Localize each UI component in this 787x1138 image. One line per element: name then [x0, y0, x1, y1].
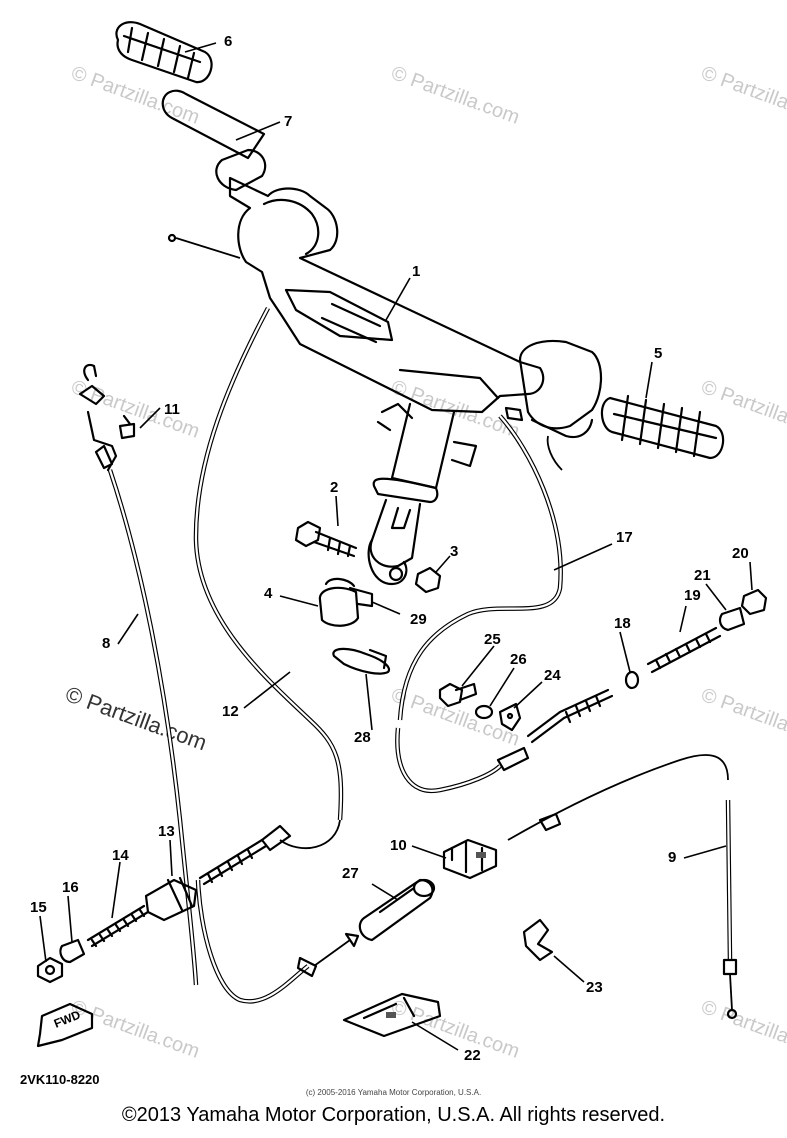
callout-14: 14	[112, 847, 129, 864]
part-8-cable	[94, 444, 199, 986]
part-4-clamp	[318, 577, 360, 627]
callout-23: 23	[586, 979, 603, 996]
part-3-nut	[414, 566, 442, 594]
callout-24: 24	[544, 667, 561, 684]
part-10-bracket	[442, 838, 498, 880]
callout-27: 27	[342, 865, 359, 882]
callout-18: 18	[614, 615, 631, 632]
part-12-cable	[167, 233, 360, 1004]
watermark: © Partzilla.com	[698, 996, 787, 1063]
callout-3: 3	[450, 543, 458, 560]
cable-spring-upper	[198, 824, 292, 886]
leader-lines	[39, 42, 753, 1051]
callout-15: 15	[30, 899, 47, 916]
part-19-spring	[646, 626, 722, 674]
callout-7: 7	[284, 113, 292, 130]
callout-16: 16	[62, 879, 79, 896]
callout-20: 20	[732, 545, 749, 562]
callout-6: 6	[224, 33, 232, 50]
callout-29: 29	[410, 611, 427, 628]
part-7-throttle-grip-tube	[161, 89, 267, 192]
part-1-handlebar	[228, 176, 545, 586]
part-16-cap	[59, 938, 86, 964]
callout-8: 8	[102, 635, 110, 652]
part-27-sleeve	[358, 878, 436, 942]
callout-4: 4	[264, 585, 273, 602]
callout-1: 1	[412, 263, 420, 280]
part-26-washer	[474, 704, 494, 720]
part-14-spring	[86, 904, 150, 948]
watermark: © Partzilla.com	[698, 376, 787, 443]
watermark: © Partzilla.com	[388, 684, 522, 751]
part-18-washer	[624, 670, 640, 690]
small-copyright: (c) 2005-2016 Yamaha Motor Corporation, …	[305, 1088, 482, 1097]
part-6-left-grip	[115, 21, 213, 84]
part-15-nut	[36, 956, 64, 984]
part-22-guide	[342, 992, 442, 1038]
part-29-clip	[348, 586, 374, 608]
part-5-right-grip-switch	[518, 339, 725, 471]
watermark: © Partzilla.com	[68, 376, 202, 443]
callout-10: 10	[390, 837, 407, 854]
watermark-layer: © Partzilla.com © Partzilla.com © Partzi…	[62, 62, 787, 1063]
callout-5: 5	[654, 345, 662, 362]
callout-11: 11	[164, 401, 180, 418]
callout-9: 9	[668, 849, 676, 866]
watermark: © Partzilla.com	[388, 62, 522, 129]
callout-17: 17	[616, 529, 633, 546]
callout-22: 22	[464, 1047, 481, 1064]
fwd-arrow: FWD	[36, 1002, 94, 1048]
callout-13: 13	[158, 823, 175, 840]
callout-25: 25	[484, 631, 501, 648]
part-25-bolt	[438, 682, 478, 708]
footer-copyright: ©2013 Yamaha Motor Corporation, U.S.A. A…	[121, 1104, 666, 1126]
watermark: © Partzilla.com	[698, 684, 787, 751]
callout-12: 12	[222, 703, 239, 720]
callout-2: 2	[330, 479, 338, 496]
callout-28: 28	[354, 729, 371, 746]
watermark: © Partzilla.com	[62, 681, 210, 755]
part-20-nut	[740, 588, 768, 616]
part-21-cap	[718, 606, 746, 632]
part-9-cable	[507, 688, 738, 1020]
callout-21: 21	[694, 567, 711, 584]
callout-26: 26	[510, 651, 527, 668]
part-24-plate	[498, 702, 522, 732]
part-2-bolt	[294, 520, 358, 558]
part-17-cable	[395, 406, 563, 794]
callouts: 1 2 3 4 5 6 7 8 9 10 11 12 13 14 15 16 1…	[30, 33, 749, 1064]
watermark: © Partzilla.com	[68, 62, 202, 129]
part-28-band	[332, 647, 391, 675]
callout-19: 19	[684, 587, 701, 604]
part-11-screw	[78, 363, 136, 472]
diagram-code: 2VK110-8220	[20, 1072, 100, 1087]
watermark: © Partzilla.com	[698, 62, 787, 129]
part-23-clip	[522, 918, 554, 962]
